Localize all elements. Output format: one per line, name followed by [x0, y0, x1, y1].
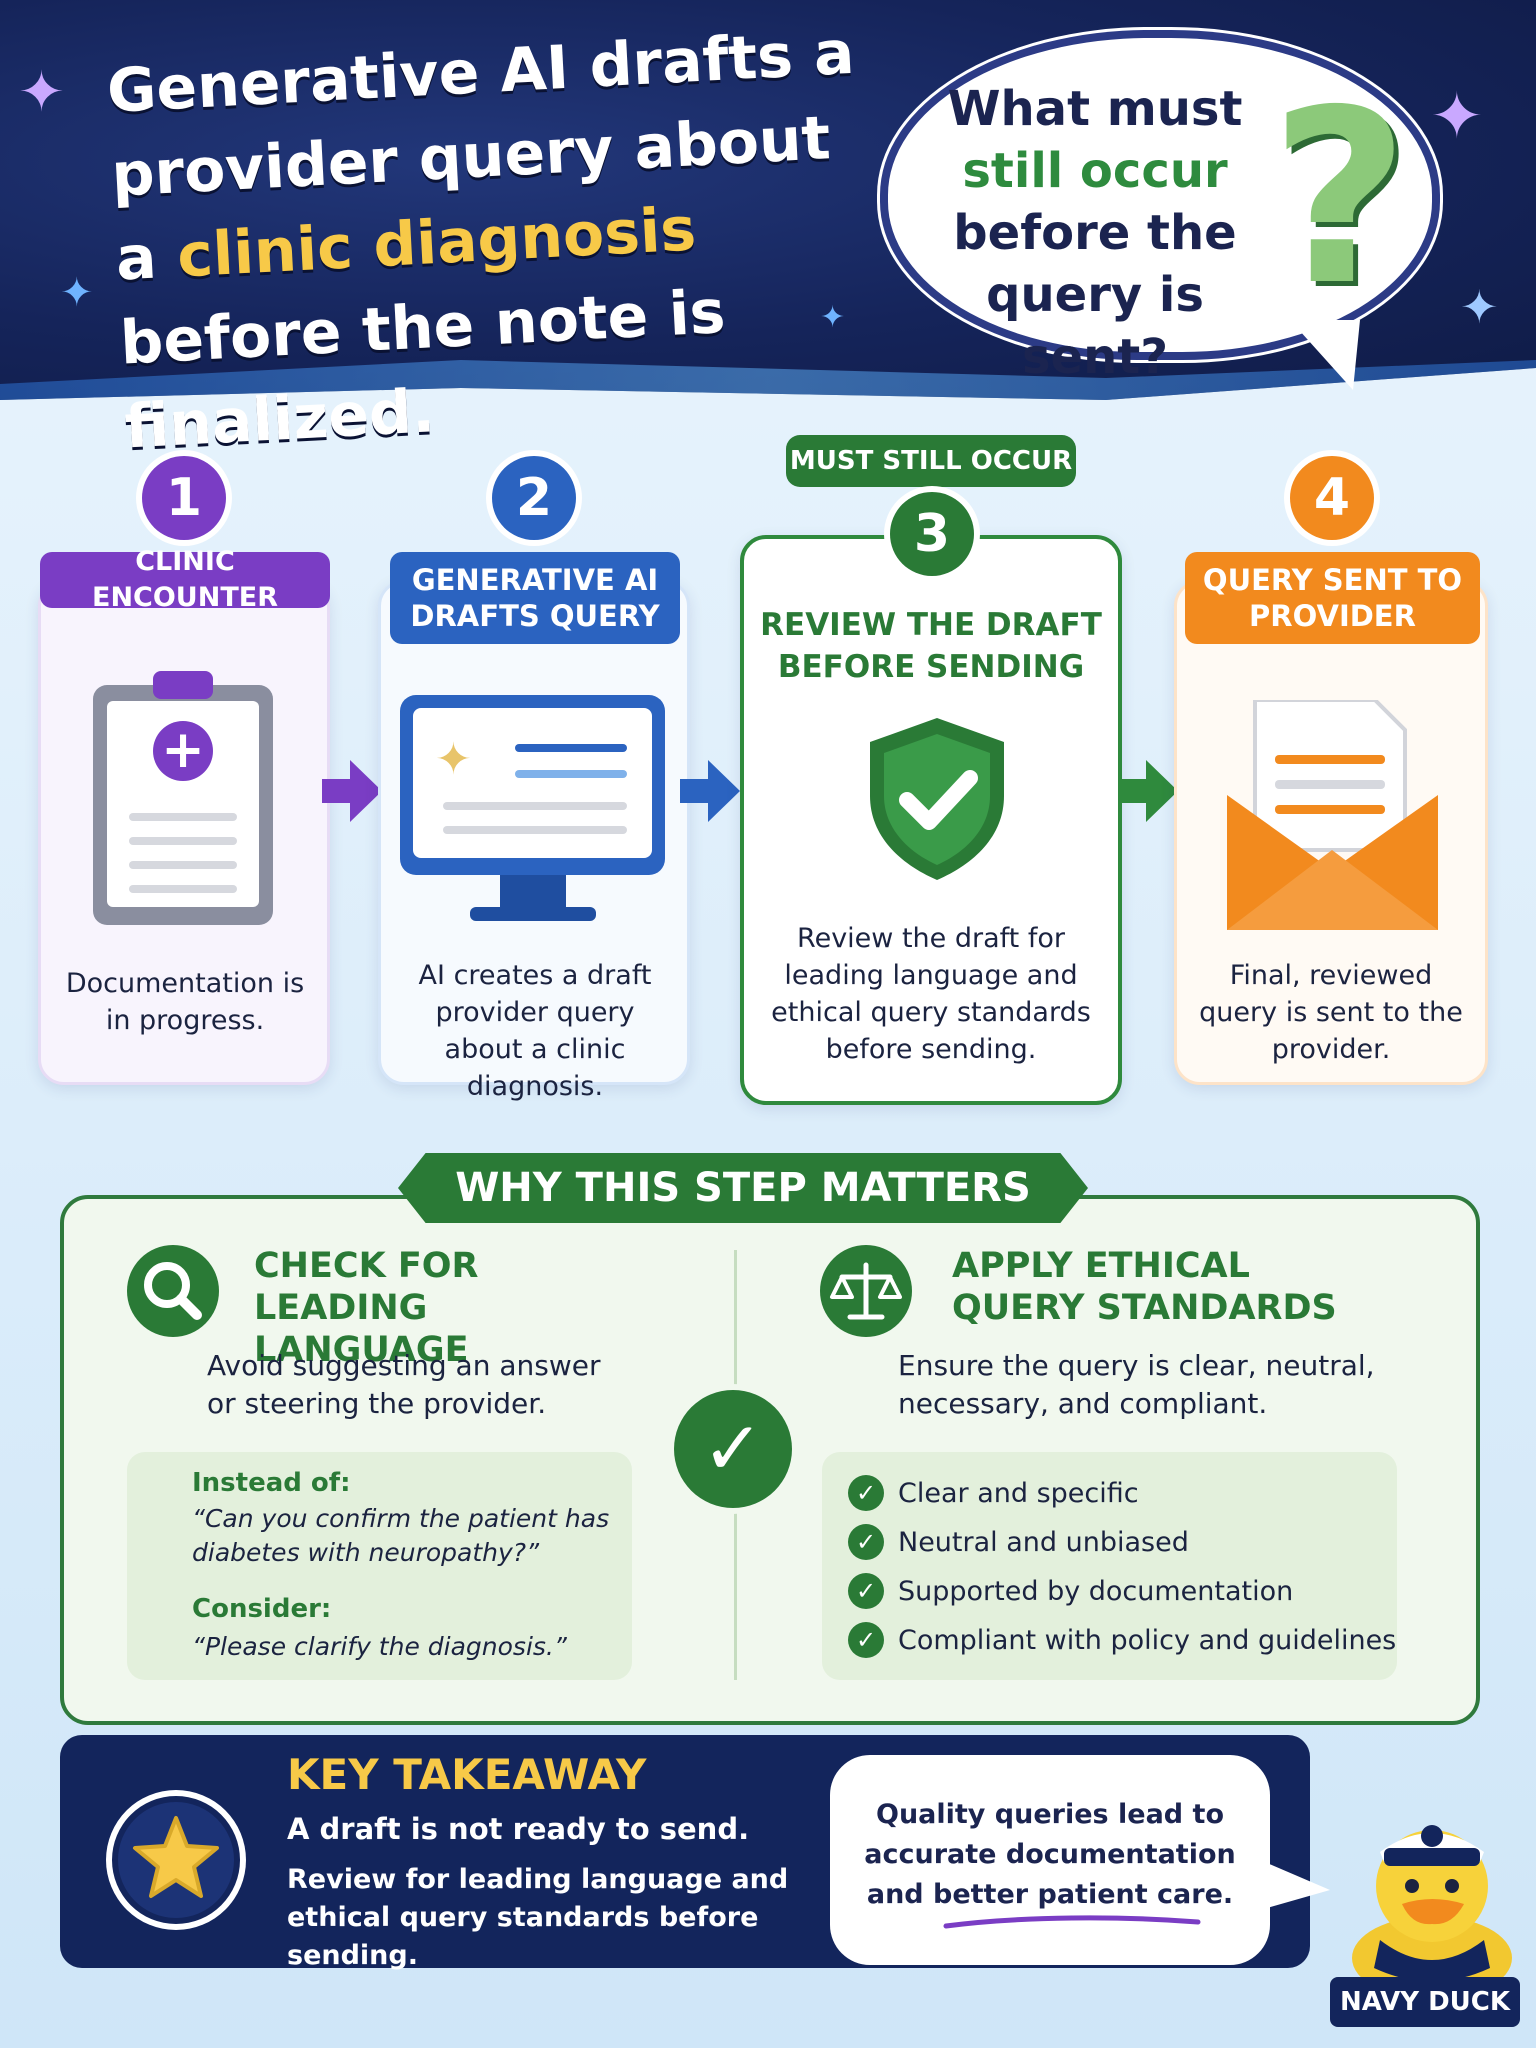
shield-check-icon: [870, 718, 1004, 880]
checklist-item: ✓ Clear and specific: [848, 1473, 1139, 1513]
page-title: Generative AI drafts a provider query ab…: [105, 17, 856, 463]
quote-text: Quality queries lead to accurate documen…: [864, 1799, 1236, 1910]
checklist-item: ✓ Supported by documentation: [848, 1571, 1293, 1611]
checklist-item: ✓ Compliant with policy and guidelines: [848, 1620, 1396, 1660]
consider-label: Consider:: [192, 1594, 332, 1624]
quote-bubble: [830, 1755, 1270, 1965]
step-description-1: Documentation is in progress.: [65, 968, 305, 1036]
sparkle-icon: ✦: [18, 60, 65, 125]
question-mark-icon: ?: [1270, 58, 1410, 338]
step-badge-must-still-occur: MUST STILL OCCUR: [786, 435, 1076, 487]
check-circle-icon: ✓: [848, 1622, 884, 1658]
instead-of-label: Instead of:: [192, 1468, 351, 1498]
envelope-document-icon: [1227, 700, 1438, 930]
check-circle-icon: ✓: [848, 1573, 884, 1609]
step-label-2: GENERATIVE AI DRAFTS QUERY: [390, 552, 680, 644]
step-description-2: AI creates a draft provider query about …: [418, 960, 652, 1102]
arrow-right-icon: [1118, 760, 1178, 822]
monitor-ai-icon: ✦: [400, 695, 665, 875]
sparkle-icon: ✦: [60, 270, 94, 316]
monitor-base: [470, 907, 596, 921]
step-number-3: 3: [890, 492, 974, 576]
why-left-title: CHECK FOR LEADING LANGUAGE: [254, 1246, 479, 1370]
key-takeaway-title: KEY TAKEAWAY: [287, 1750, 647, 1799]
arrow-right-icon: [680, 760, 740, 822]
instead-of-text: “Can you confirm the patient has diabete…: [192, 1504, 610, 1567]
search-icon: [127, 1245, 219, 1337]
question-bubble: [880, 30, 1440, 360]
mascot-label: NAVY DUCK: [1330, 1977, 1520, 2027]
check-icon: ✓: [674, 1390, 792, 1508]
why-section-title: WHY THIS STEP MATTERS: [398, 1153, 1088, 1223]
monitor-stand: [500, 875, 566, 909]
leading-language-example: [127, 1452, 632, 1680]
step-number-4: 4: [1290, 456, 1374, 540]
scales-icon: [820, 1245, 912, 1337]
step-description-3: Review the draft for leading language an…: [771, 923, 1091, 1065]
key-takeaway-line2: Review for leading language and ethical …: [287, 1864, 789, 1971]
arrow-right-icon: [322, 760, 382, 822]
sparkle-icon: ✦: [1460, 280, 1499, 334]
step-description-4: Final, reviewed query is sent to the pro…: [1199, 960, 1463, 1065]
ethical-standards-checklist: [822, 1452, 1397, 1680]
step-label-3: REVIEW THE DRAFT BEFORE SENDING: [760, 607, 1102, 685]
consider-text: “Please clarify the diagnosis.”: [192, 1632, 567, 1661]
sparkle-icon: ✦: [1430, 80, 1484, 154]
sparkle-icon: ✦: [820, 300, 846, 335]
underline-stroke: [943, 1915, 1201, 1929]
question-text: What must still occur before the query i…: [947, 81, 1243, 385]
navy-duck-mascot: [1352, 1825, 1512, 2000]
checklist-item: ✓ Neutral and unbiased: [848, 1522, 1189, 1562]
step-label-4: QUERY SENT TO PROVIDER: [1185, 552, 1480, 644]
why-right-title: APPLY ETHICAL QUERY STANDARDS: [952, 1246, 1337, 1328]
step-number-1: 1: [142, 456, 226, 540]
why-left-text: Avoid suggesting an answer or steering t…: [207, 1349, 601, 1420]
clipboard-medical-icon: +: [93, 671, 273, 925]
step-label-1: CLINIC ENCOUNTER: [40, 546, 330, 613]
why-right-text: Ensure the query is clear, neutral, nece…: [898, 1349, 1375, 1420]
check-circle-icon: ✓: [848, 1475, 884, 1511]
check-circle-icon: ✓: [848, 1524, 884, 1560]
key-takeaway-line1: A draft is not ready to send.: [287, 1812, 750, 1846]
step-number-2: 2: [492, 456, 576, 540]
star-icon: [106, 1790, 246, 1930]
